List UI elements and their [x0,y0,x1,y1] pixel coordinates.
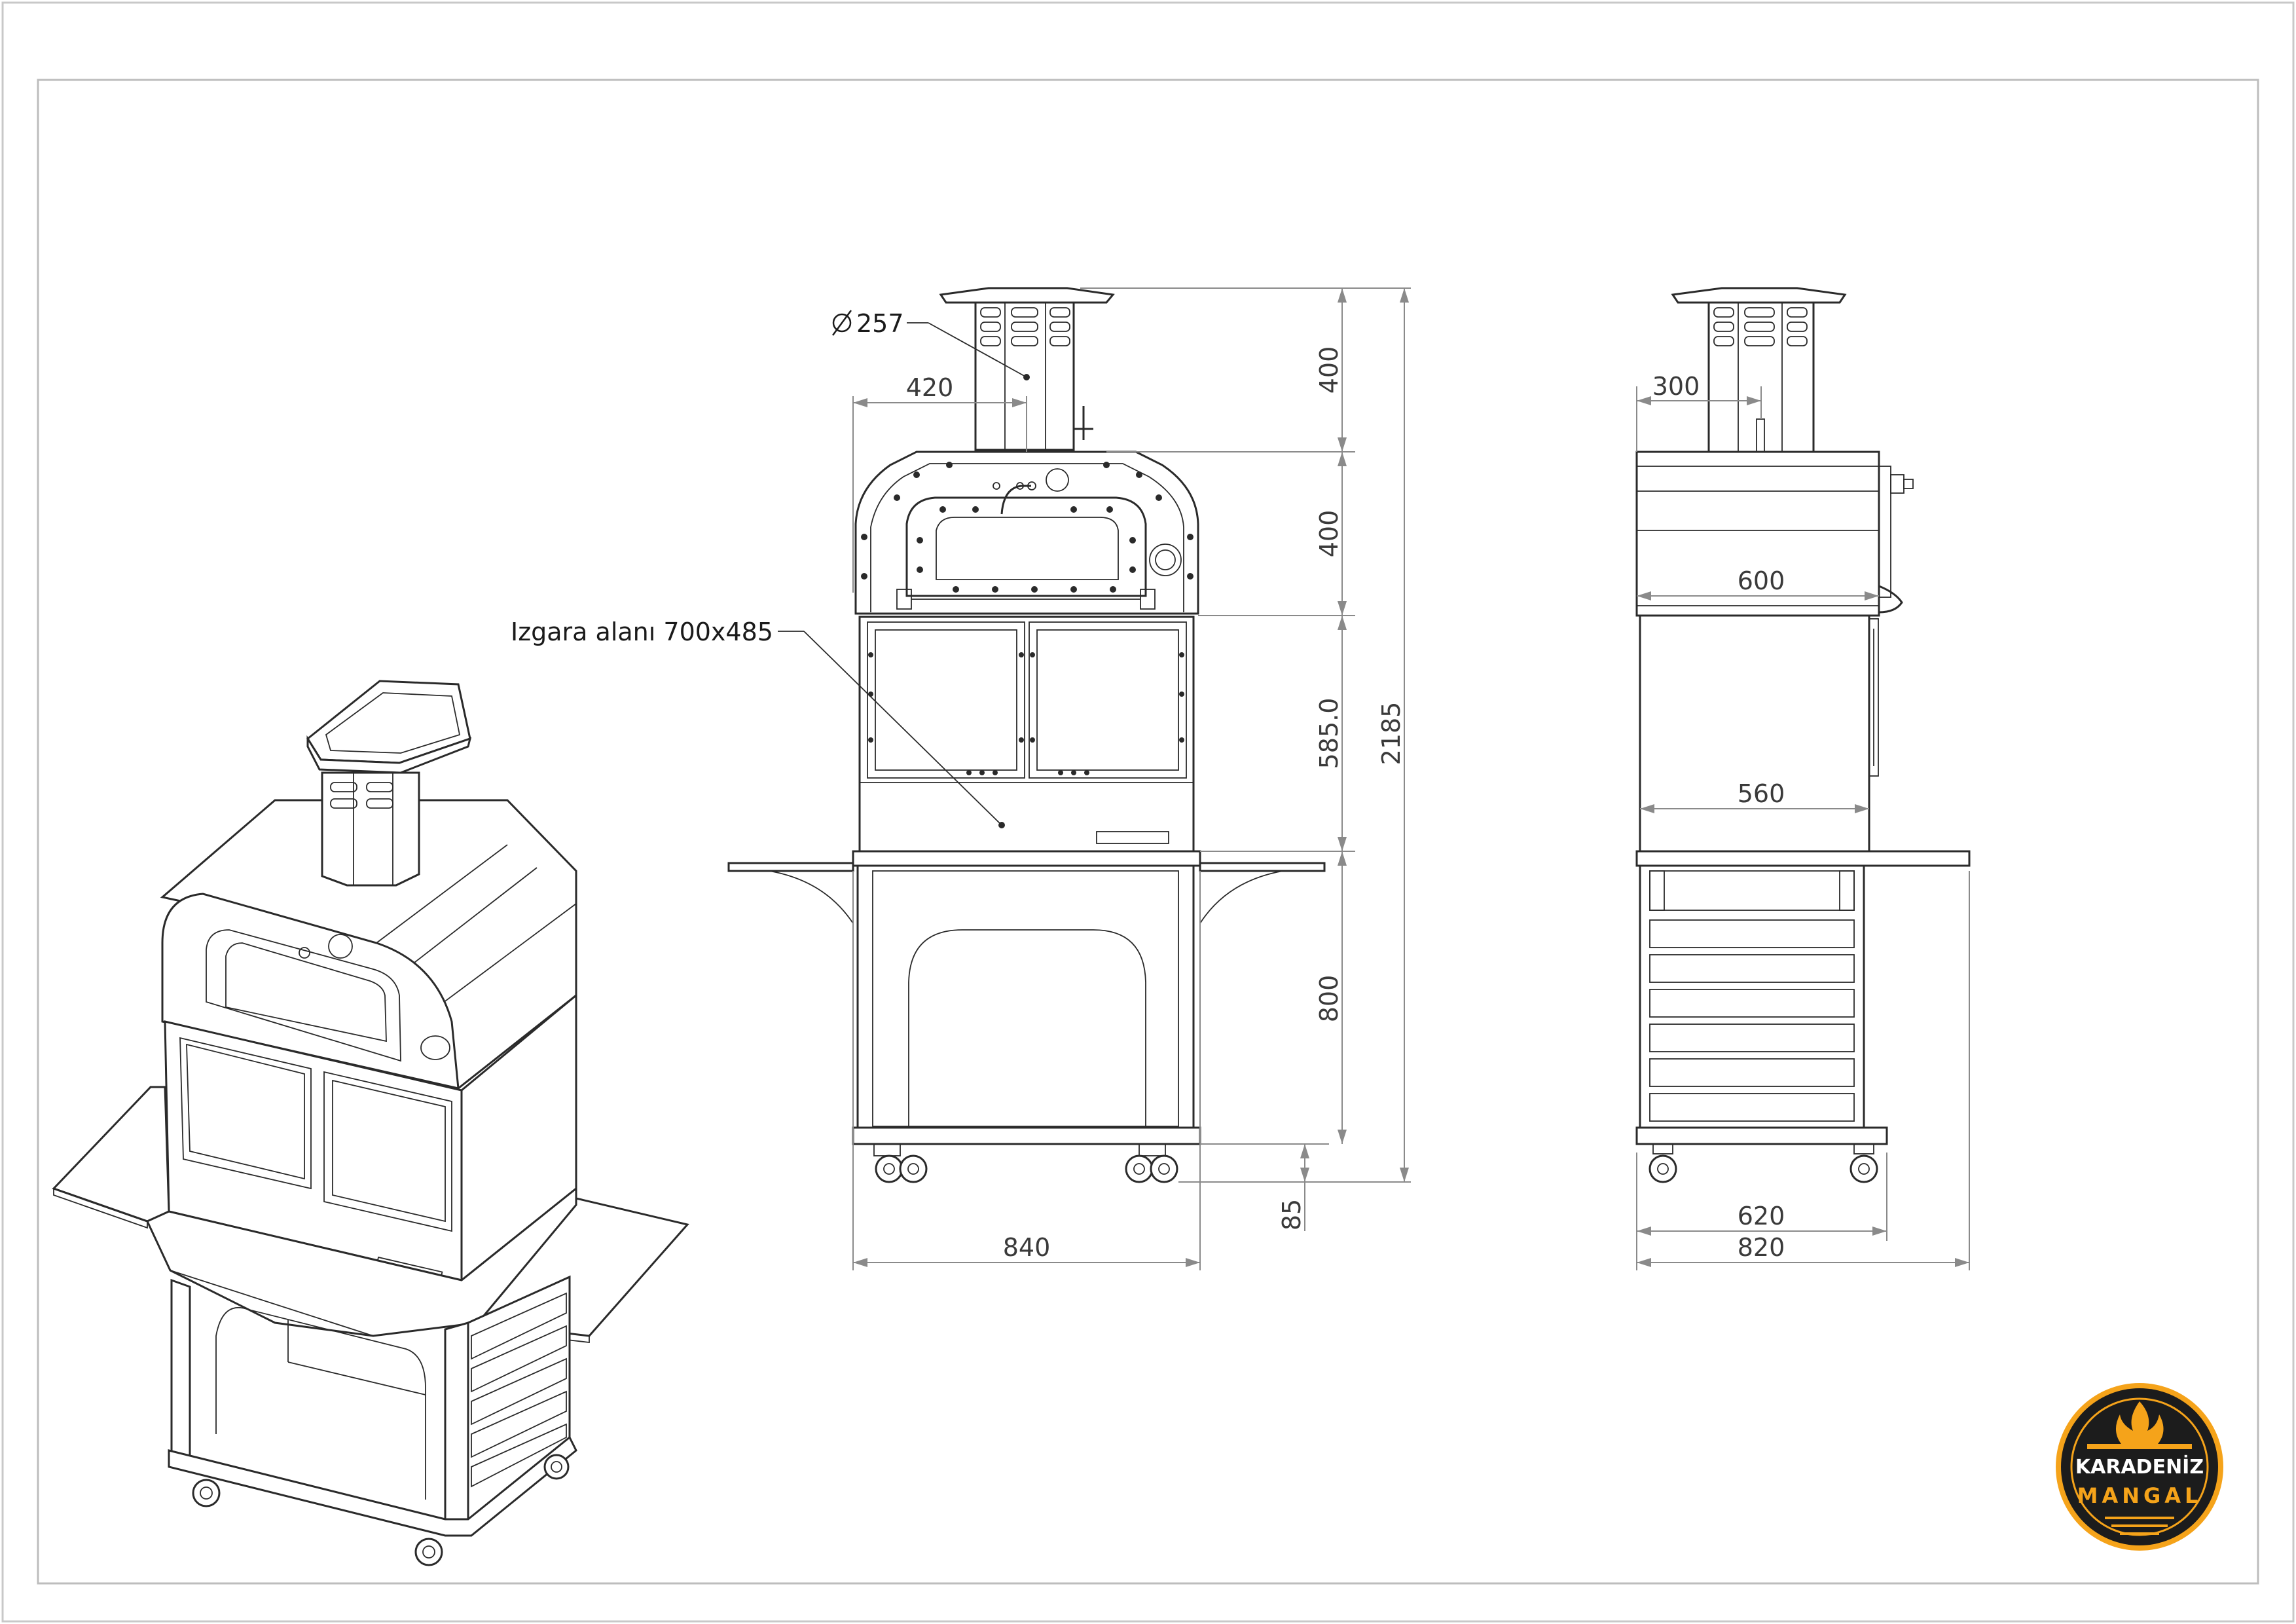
front-chimney-hood [939,287,1115,304]
grill-icon [2105,1517,2174,1535]
front-view [727,287,1326,1183]
dim-chimney-offset: 420 [906,373,954,402]
side-dimensions: 300 600 560 620 820 [1636,372,1970,1270]
front-counter [852,850,1201,867]
side-chimney-hood [1671,287,1847,304]
dim-body-depth: 600 [1738,566,1785,595]
front-dimensions: 400 400 585.0 800 2185 85 420 840 [852,287,1411,1270]
logo-line1: KARADENİZ [2075,1455,2204,1479]
front-cabinet [858,616,1195,853]
iso-counter [146,1186,577,1337]
dim-base-depth: 620 [1738,1202,1785,1230]
iso-oven-front [161,893,460,1090]
dim-total-depth: 820 [1738,1233,1785,1262]
flame-icon [2115,1401,2164,1444]
logo-ring [2061,1388,2218,1545]
iso-chimney-pipe [321,771,420,887]
front-wheels [873,1143,1178,1183]
inner-border [37,79,2259,1585]
side-cabinet [1639,614,1870,853]
side-oven-body [1635,451,1880,617]
front-left-shelf [727,862,854,872]
callout-grill-area: Izgara alanı 700x485 [511,618,773,646]
side-view [1635,287,1971,1183]
front-base [856,864,1195,1129]
callout-diameter: 257 [856,309,904,338]
dim-chimney-height: 400 [1315,346,1343,394]
dim-wheel-height: 85 [1277,1199,1306,1230]
callouts: 257 Izgara alanı 700x485 [511,309,1027,826]
dim-dome-height: 400 [1315,510,1343,558]
isometric-view [52,680,689,1566]
side-base [1639,864,1865,1129]
side-chimney-pipe [1707,301,1815,453]
logo-line2: MANGAL [2077,1483,2202,1508]
dim-total-height: 2185 [1377,702,1406,766]
diameter-symbol [831,310,852,336]
dim-cabinet-depth: 560 [1738,779,1785,808]
front-right-shelf [1199,862,1326,872]
dim-total-width: 840 [1003,1233,1051,1262]
side-wheels [1649,1143,1878,1183]
side-counter [1635,850,1971,867]
dim-base-height: 800 [1315,975,1343,1023]
brand-logo: KARADENİZ MANGAL [2056,1383,2223,1551]
dim-cabinet-height: 585.0 [1315,698,1343,769]
iso-base [168,1275,577,1566]
front-oven-door [905,496,1147,597]
dim-side-chimney-offset: 300 [1652,372,1700,401]
